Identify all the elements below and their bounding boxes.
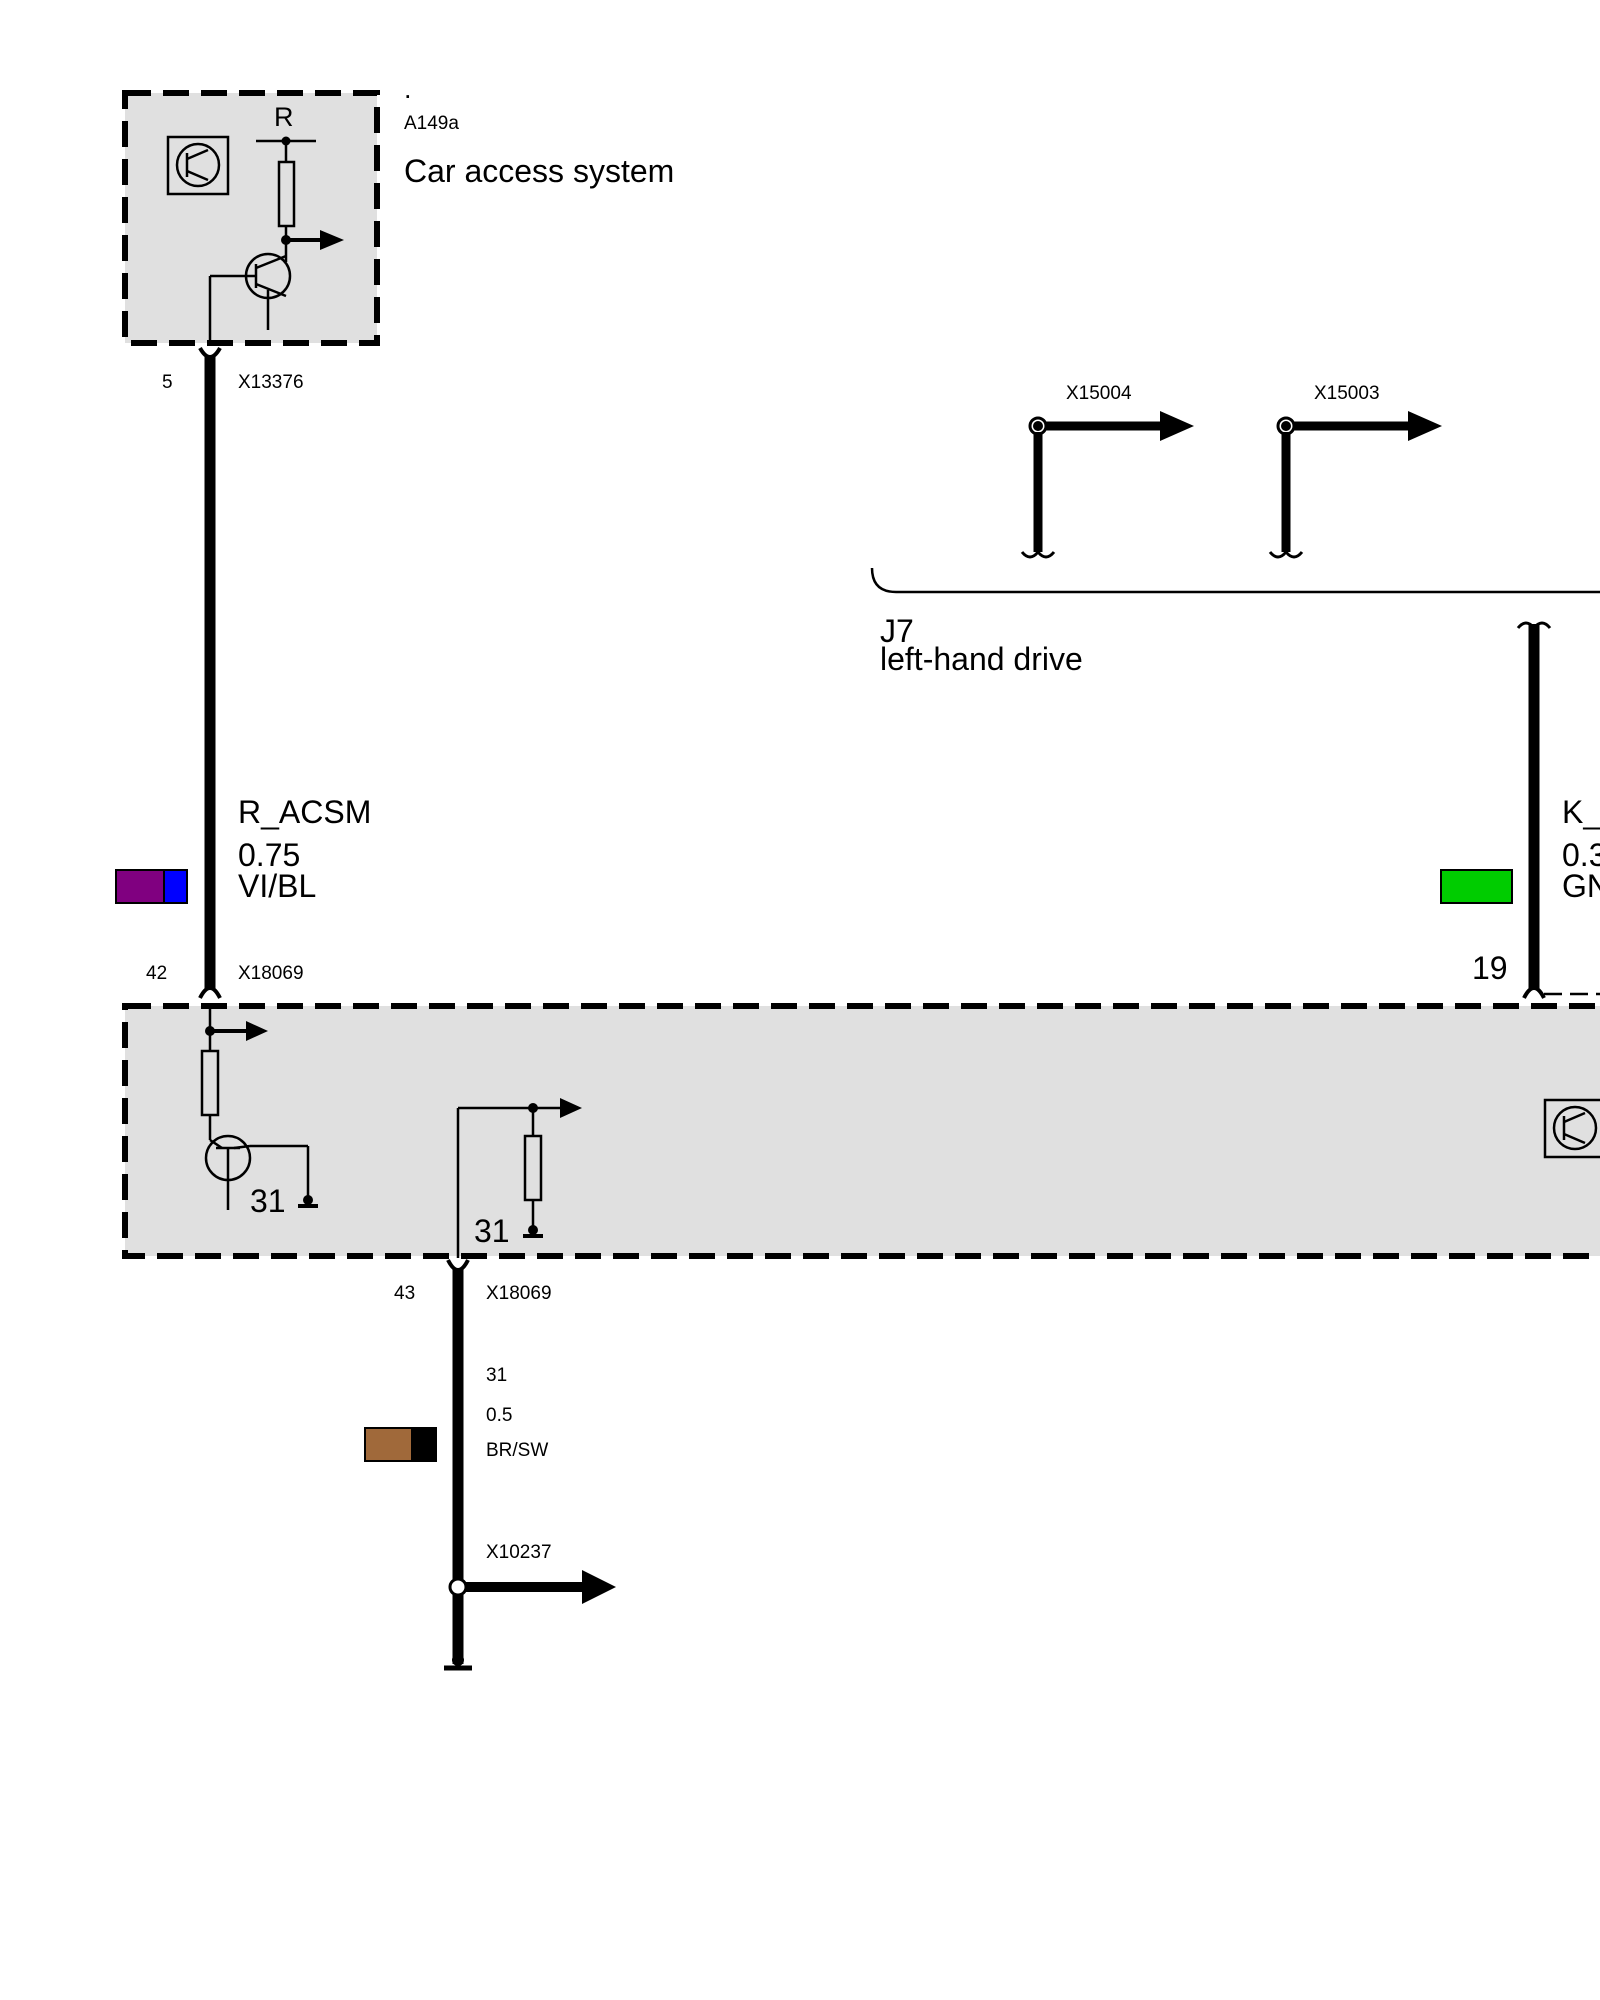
lower-module-box bbox=[122, 1003, 1600, 1259]
connector-pin: 42 bbox=[146, 963, 167, 984]
connector-x18069-42[interactable]: 42 X18069 bbox=[146, 963, 304, 999]
resistor-label: R bbox=[274, 102, 294, 132]
transistor-icon bbox=[204, 1134, 310, 1210]
arrow-right-icon bbox=[1160, 411, 1194, 441]
connector-id: X13376 bbox=[238, 372, 304, 393]
branch-id: X15004 bbox=[1066, 383, 1132, 404]
ground-label: 31 bbox=[474, 1213, 510, 1249]
branch-id: X15003 bbox=[1314, 383, 1380, 404]
wire-color-swatch bbox=[364, 1427, 437, 1462]
connector-pin: 19 bbox=[1472, 950, 1508, 986]
wire-break-icon bbox=[1268, 549, 1304, 559]
arrow-right-icon bbox=[281, 230, 344, 250]
connector-pin: 5 bbox=[162, 372, 173, 393]
connector-id: X18069 bbox=[486, 1283, 552, 1304]
wire-color-code: VI/BL bbox=[238, 868, 316, 904]
wire-gauge: 0.3 bbox=[1562, 837, 1600, 873]
connector-id: X18069 bbox=[238, 963, 304, 984]
module-a149a[interactable]: R . A149a Car access system bbox=[122, 74, 674, 346]
transistor-module-icon bbox=[1543, 1098, 1600, 1159]
splice-x10237[interactable]: X10237 bbox=[448, 1542, 616, 1604]
wire-signal: K_ bbox=[1562, 794, 1600, 830]
ground-icon bbox=[298, 1195, 318, 1208]
arrow-right-icon bbox=[582, 1570, 616, 1604]
module-a149a-box bbox=[122, 90, 380, 346]
variant-bracket-j7: J7 left-hand drive bbox=[870, 567, 1600, 677]
splice-id: X10237 bbox=[486, 1542, 552, 1563]
ground-label: 31 bbox=[250, 1183, 286, 1219]
module-id: A149a bbox=[404, 113, 459, 134]
wire-ground-31[interactable]: 31 0.5 BR/SW bbox=[364, 1268, 548, 1671]
transistor-icon bbox=[208, 252, 292, 343]
wire-gauge: 0.5 bbox=[486, 1405, 512, 1426]
wire-color-code: GN bbox=[1562, 868, 1600, 904]
branch-x15004[interactable]: X15004 bbox=[1020, 383, 1194, 559]
branch-x15003[interactable]: X15003 bbox=[1268, 383, 1442, 559]
wire-color-code: BR/SW bbox=[486, 1440, 548, 1461]
connector-x13376[interactable]: 5 X13376 bbox=[162, 346, 304, 393]
wire-color-swatch bbox=[115, 869, 188, 904]
lower-module[interactable]: 31 31 bbox=[122, 1003, 1600, 1259]
module-title: Car access system bbox=[404, 153, 674, 189]
wire-right[interactable]: K_ 0.3 GN 19 bbox=[1440, 621, 1600, 999]
wire-gauge: 0.75 bbox=[238, 837, 300, 873]
wire-break-icon bbox=[1020, 549, 1056, 559]
transistor-module-icon bbox=[166, 135, 230, 196]
variant-label: left-hand drive bbox=[880, 641, 1083, 677]
ground-icon bbox=[444, 1654, 472, 1671]
connector-pin: 43 bbox=[394, 1283, 415, 1304]
arrow-right-icon bbox=[1408, 411, 1442, 441]
module-dot-marker: . bbox=[404, 74, 412, 104]
resistor-icon bbox=[200, 1004, 268, 1140]
wire-signal: R_ACSM bbox=[238, 794, 371, 830]
connector-x18069-43[interactable]: 43 X18069 bbox=[394, 1259, 552, 1304]
resistor-icon bbox=[456, 1098, 582, 1258]
wire-r-acsm[interactable]: R_ACSM 0.75 VI/BL bbox=[115, 355, 371, 990]
wire-signal: 31 bbox=[486, 1365, 507, 1386]
variant-code: J7 bbox=[880, 613, 914, 649]
wire-color-swatch bbox=[1440, 869, 1513, 904]
